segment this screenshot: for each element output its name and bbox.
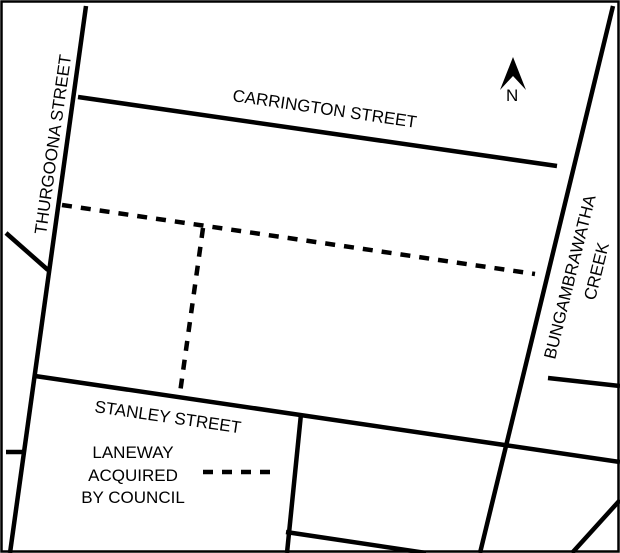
stanley-street-line	[34, 373, 620, 465]
legend-line-3: BY COUNCIL	[81, 488, 185, 507]
north-arrow-icon: N	[500, 57, 526, 105]
western-stub-road	[4, 231, 50, 272]
east-stub-road	[547, 375, 620, 389]
southern-bottom-road	[285, 529, 427, 553]
carrington-street-line	[77, 94, 558, 169]
eastern-road-line	[477, 5, 616, 553]
thurgoona-street-line	[7, 5, 89, 553]
laneway-east-west	[61, 202, 536, 277]
laneway-north-south	[177, 227, 206, 394]
southern-cross-road	[284, 413, 304, 553]
legend-line-2: ACQUIRED	[88, 466, 178, 485]
legend-line-1: LANEWAY	[92, 443, 173, 462]
north-label: N	[506, 86, 518, 105]
bottom-right-diagonal-road	[570, 498, 620, 553]
